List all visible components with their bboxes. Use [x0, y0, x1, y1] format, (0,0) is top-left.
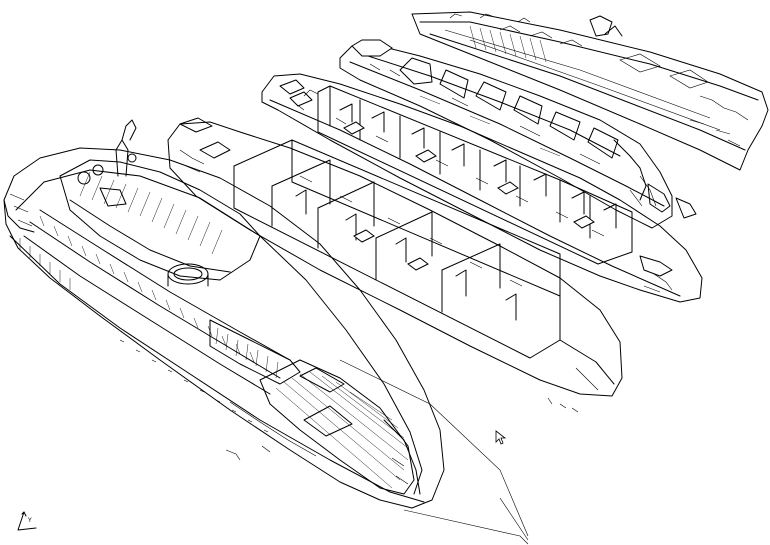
- mouse-pointer-icon: [495, 430, 507, 445]
- upper-deck-plan-layer: [411, 11, 769, 171]
- lower-deck-plan-layer: [261, 73, 703, 303]
- ucs-axis-icon: Y: [17, 511, 37, 531]
- assembled-yacht-layer: [3, 119, 529, 545]
- main-deck-plan-layer: [339, 39, 697, 229]
- axis-label-y: Y: [27, 517, 32, 524]
- hull-shell-layer: [167, 117, 623, 413]
